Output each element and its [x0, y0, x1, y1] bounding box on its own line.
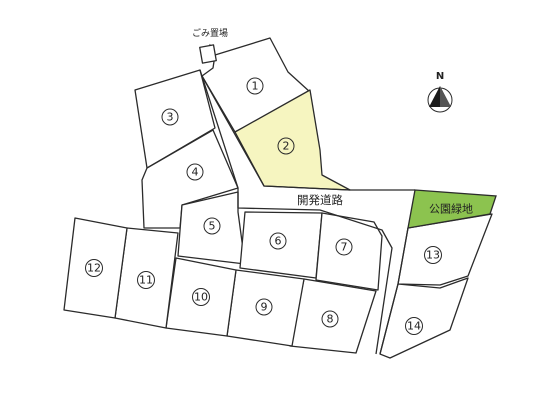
lot-number-3: 3: [161, 108, 179, 126]
garbage-station: [199, 44, 217, 64]
road-edge-south: [199, 69, 393, 355]
lot-number-9: 9: [255, 298, 273, 316]
lot-number-7: 7: [335, 238, 353, 256]
lot-number-5: 5: [203, 217, 221, 235]
park-label: 公園緑地: [429, 202, 473, 216]
lot-14[interactable]: [379, 277, 469, 359]
lot-number-10: 10: [192, 288, 210, 306]
lot-12[interactable]: [63, 217, 128, 319]
svg-text:11: 11: [139, 274, 153, 287]
lot-3[interactable]: [134, 69, 216, 169]
svg-text:6: 6: [275, 235, 282, 248]
lot-number-2: 2: [277, 137, 295, 155]
lot-number-13: 13: [424, 246, 442, 264]
svg-text:12: 12: [87, 262, 101, 275]
road-edge-north: [201, 75, 415, 191]
garbage-label: ごみ置場: [192, 27, 228, 39]
park-area[interactable]: [407, 189, 497, 229]
lot-number-8: 8: [321, 310, 339, 328]
svg-text:14: 14: [407, 320, 421, 333]
svg-text:10: 10: [194, 291, 208, 304]
svg-text:8: 8: [327, 313, 334, 326]
lot-number-6: 6: [269, 232, 287, 250]
lot-number-1: 1: [246, 77, 264, 95]
north-arrow-icon: [427, 86, 453, 113]
lot-5[interactable]: [177, 191, 246, 265]
svg-text:13: 13: [426, 249, 440, 262]
svg-text:3: 3: [167, 111, 174, 124]
lot-number-4: 4: [186, 163, 204, 181]
svg-text:2: 2: [283, 140, 290, 153]
lot-7[interactable]: [315, 212, 383, 291]
svg-text:1: 1: [252, 80, 259, 93]
svg-text:5: 5: [209, 220, 216, 233]
north-label: N: [436, 71, 444, 82]
svg-text:4: 4: [192, 166, 199, 179]
lot-number-14: 14: [405, 317, 423, 335]
road-edge-east: [379, 227, 409, 355]
lot-number-11: 11: [137, 271, 155, 289]
lot-number-12: 12: [85, 259, 103, 277]
svg-text:7: 7: [341, 241, 348, 254]
road-label: 開発道路: [297, 193, 343, 207]
svg-text:9: 9: [261, 301, 268, 314]
